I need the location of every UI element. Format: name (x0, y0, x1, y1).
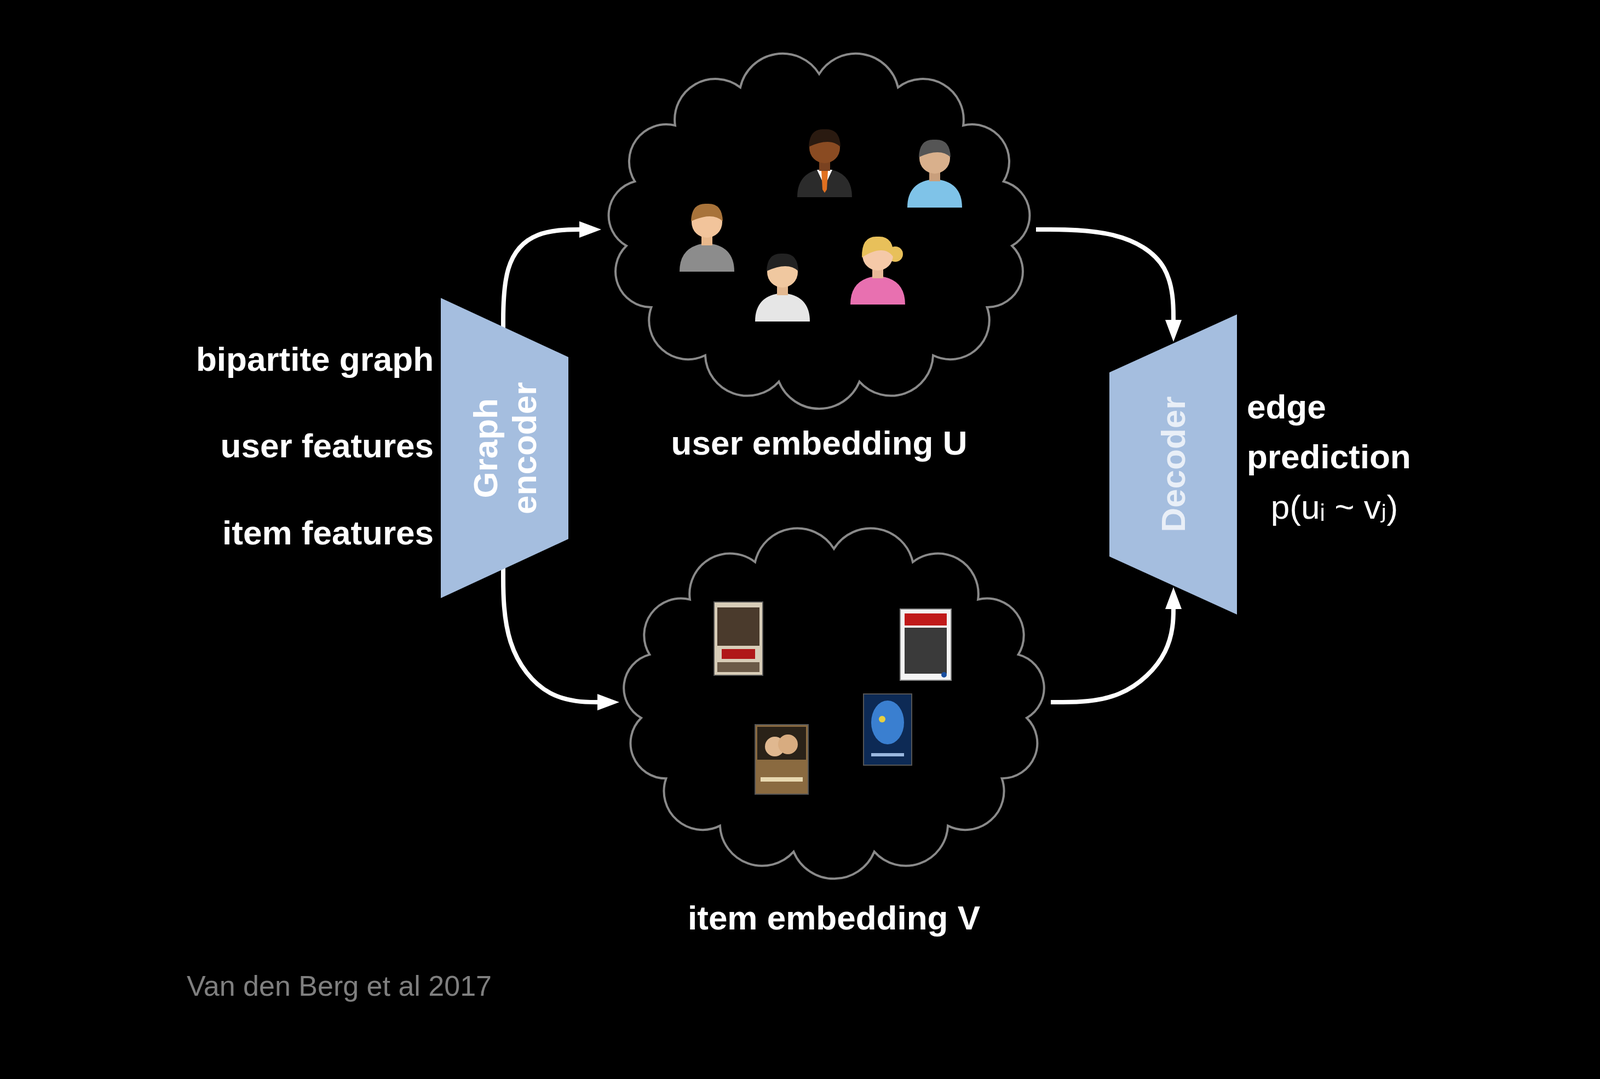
citation: Van den Berg et al 2017 (186, 969, 680, 1003)
poster-image (757, 726, 807, 760)
flow-arrow (1050, 600, 1174, 702)
user-hair (766, 253, 799, 272)
user-body (755, 292, 810, 322)
user-icon (797, 129, 853, 198)
cloud-shape (623, 528, 1045, 879)
output-formula: p(uᵢ ~ vⱼ) (1224, 485, 1444, 529)
poster-frame (900, 608, 952, 681)
user-tie (821, 170, 828, 193)
user-hair (861, 236, 894, 258)
cloud-outline (602, 50, 1037, 408)
movie-poster (900, 608, 952, 681)
user-icon (907, 139, 963, 208)
movie-poster (863, 693, 912, 765)
trapezoid-shape (1109, 314, 1237, 615)
flow-arrow (503, 563, 607, 702)
decoder: Decoder (1109, 314, 1237, 615)
poster-badge (941, 671, 947, 678)
user-hair (808, 129, 841, 147)
output-label: edge prediction (1246, 381, 1455, 482)
movie-poster (714, 601, 763, 676)
embedding-label: item embedding V (687, 898, 981, 937)
flow-arrow (1036, 229, 1174, 329)
input-label: user features (159, 426, 434, 465)
user-icon (679, 203, 735, 272)
flow-arrow (503, 229, 589, 332)
item-embedding-cloud: item embedding V (617, 525, 1051, 937)
poster-image (871, 700, 905, 745)
user-icon (755, 253, 810, 322)
user-icon (850, 236, 906, 305)
poster-image (878, 715, 886, 723)
user-body (850, 275, 906, 305)
poster-image (717, 607, 760, 646)
user-body (797, 168, 853, 198)
trapezoid-shape (440, 297, 569, 598)
user-body (907, 179, 963, 208)
graph-encoder: Graph encoder (440, 297, 569, 598)
poster-frame (755, 724, 809, 794)
poster-image (904, 627, 947, 674)
poster-band (871, 752, 905, 757)
poster-band (760, 777, 803, 782)
poster-frame (863, 693, 912, 765)
poster-band (904, 613, 947, 626)
user-hair (691, 203, 723, 222)
embedding-label: user embedding U (671, 423, 968, 463)
input-label: bipartite graph (159, 340, 434, 379)
cloud-outline (617, 525, 1051, 878)
block-label: Decoder (1153, 376, 1193, 552)
user-body (679, 243, 735, 272)
trapezoid-outline (440, 297, 569, 598)
block-label: Graph encoder (465, 360, 544, 536)
user-embedding-cloud: user embedding U (602, 50, 1037, 463)
input-label: item features (159, 513, 434, 552)
movie-poster (755, 724, 809, 794)
poster-frame (714, 601, 763, 676)
poster-image (717, 662, 760, 672)
cloud-shape (608, 53, 1030, 409)
poster-image (778, 734, 798, 755)
poster-band (721, 648, 756, 659)
user-hair (918, 139, 951, 158)
